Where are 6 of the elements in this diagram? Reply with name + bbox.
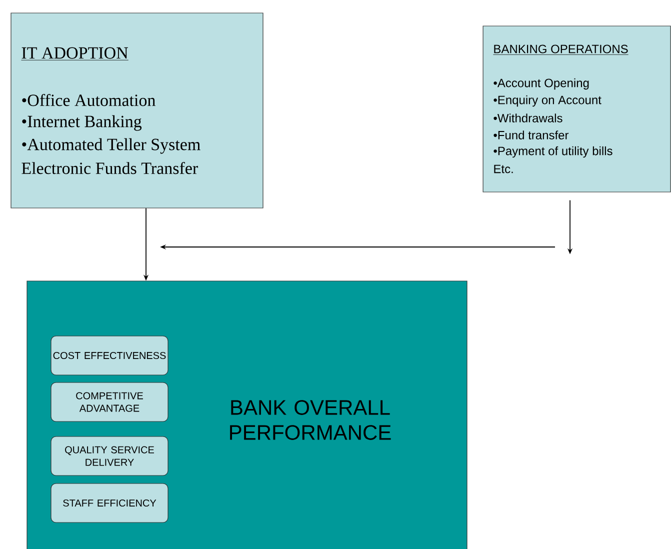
text-box: BANKING OPERATIONS •Account Opening •Enquiry on Account •Withdrawals •Fund transfer •Payment of utility bills Etc. [482, 26, 671, 192]
factor-box: QUALITY SERVICE DELIVERY [50, 436, 168, 476]
factor-box: COMPETITIVE ADVANTAGE [50, 382, 168, 422]
factor-box: COST EFFECTIVENESS [50, 336, 168, 376]
factor-box: STAFF EFFICIENCY [50, 483, 168, 523]
text-box: IT ADOPTION •Office Automation •Internet Banking •Automated Teller System Electronic Funds Transfer [10, 12, 264, 208]
